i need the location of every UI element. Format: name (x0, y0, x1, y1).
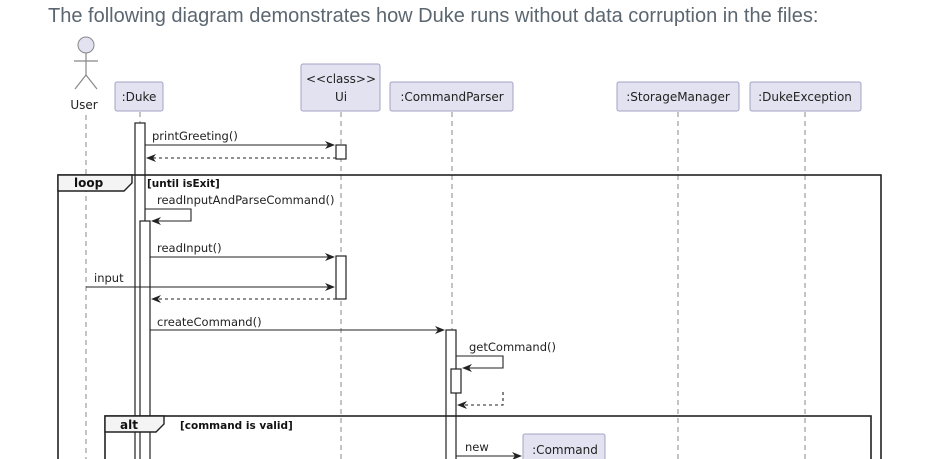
participant-storage-label: :StorageManager (626, 90, 730, 104)
alt-frame-tag-box (104, 415, 165, 433)
message-read-parse-label: readInputAndParseCommand() (157, 193, 334, 207)
message-get-command-arrow (456, 355, 504, 372)
message-create-command-label: createCommand() (157, 315, 262, 329)
loop-frame-tag-box (57, 174, 133, 192)
alt-frame-tag: alt (120, 418, 138, 432)
actor-leg-right (85, 74, 98, 90)
participant-command: :Command (522, 433, 606, 459)
message-read-input-label: readInput() (157, 241, 222, 255)
participant-parser: :CommandParser (389, 81, 514, 112)
participant-command-box (522, 433, 606, 459)
participant-duke: :Duke (114, 81, 164, 112)
message-input-label: input (94, 271, 124, 285)
activation-ui-greeting (335, 144, 347, 160)
participant-ui-stereotype: <<class>> (306, 72, 376, 86)
activation-ui-readinput (335, 255, 347, 300)
participant-command-label: :Command (532, 443, 598, 457)
return-get-command-arrow (457, 392, 504, 409)
participant-user-label: User (70, 98, 97, 112)
loop-frame-tag: loop (74, 176, 104, 190)
participant-ui-label: Ui (335, 90, 347, 104)
actor-leg-left (74, 74, 87, 90)
loop-frame-guard: [until isExit] (147, 178, 220, 190)
alt-frame-guard: [command is valid] (180, 420, 293, 432)
message-get-command-label: getCommand() (469, 340, 556, 354)
participant-exception-label: :DukeException (758, 90, 852, 104)
participant-parser-label: :CommandParser (400, 90, 503, 104)
participant-duke-label: :Duke (122, 90, 157, 104)
activation-parser (445, 329, 457, 459)
participant-exception-box (749, 81, 862, 112)
participant-duke-box (114, 81, 164, 112)
actor-head (77, 36, 95, 54)
message-print-greeting-label: printGreeting() (152, 129, 238, 143)
alt-frame-border (104, 415, 872, 459)
participant-parser-box (389, 81, 514, 112)
activation-duke-nested (139, 220, 151, 459)
participant-storage: :StorageManager (616, 81, 740, 112)
loop-frame: loop [until isExit] (57, 174, 882, 459)
loop-frame-border (57, 174, 882, 459)
participant-storage-box (616, 81, 740, 112)
message-read-parse-arrow (145, 208, 192, 225)
alt-frame: alt [command is valid] (104, 415, 872, 459)
participant-ui: <<class>> Ui (300, 63, 381, 112)
activation-parser-nested (450, 368, 462, 394)
participant-user: User (70, 36, 98, 112)
message-new-label: new (465, 440, 489, 454)
intro-text: The following diagram demonstrates how D… (48, 5, 819, 27)
participant-ui-box (300, 63, 381, 112)
participant-exception: :DukeException (749, 81, 862, 112)
